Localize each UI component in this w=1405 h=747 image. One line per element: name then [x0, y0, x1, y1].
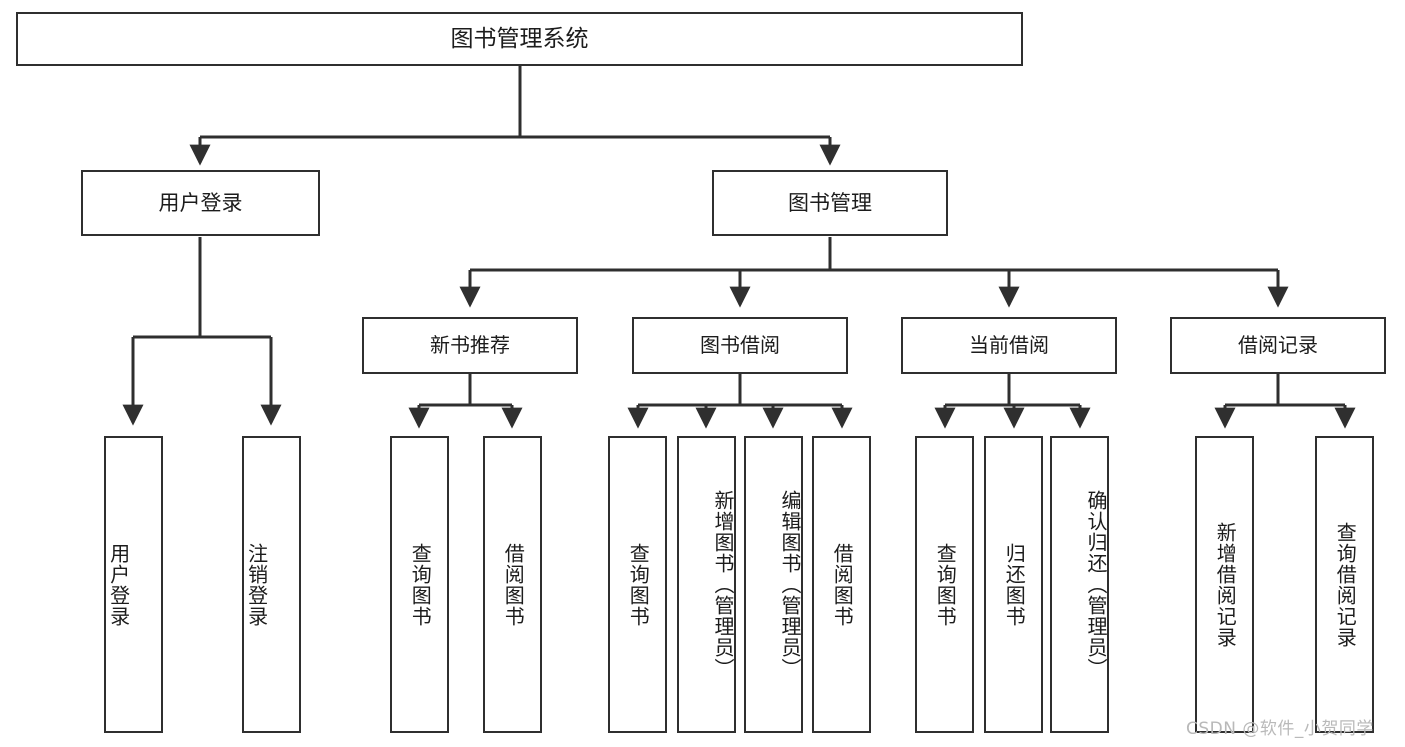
node-label: 新增图书（管理员） — [711, 490, 735, 679]
node-new-book-recommend[interactable]: 新书推荐 — [362, 317, 578, 374]
node-label: 新书推荐 — [430, 333, 510, 357]
node-label: 查询图书 — [626, 542, 651, 627]
watermark-text: CSDN @软件_小贺同学 — [1186, 719, 1374, 739]
node-label: 借阅记录 — [1238, 333, 1318, 357]
leaf-query-borrow-record[interactable]: 查询借阅记录 — [1315, 436, 1374, 733]
leaf-borrow-book[interactable]: 借阅图书 — [812, 436, 871, 733]
node-label: 图书管理系统 — [450, 25, 589, 52]
node-label: 查询图书 — [933, 542, 958, 627]
leaf-add-book-admin[interactable]: 新增图书（管理员） — [677, 436, 736, 733]
node-user-login[interactable]: 用户登录 — [81, 170, 320, 236]
node-label: 图书借阅 — [700, 333, 780, 357]
node-borrow-record[interactable]: 借阅记录 — [1170, 317, 1386, 374]
leaf-user-logout[interactable]: 注销登录 — [242, 436, 301, 733]
leaf-edit-book-admin[interactable]: 编辑图书（管理员） — [744, 436, 803, 733]
node-label: 归还图书 — [1002, 542, 1027, 627]
node-label: 借阅图书 — [830, 542, 855, 627]
node-root-system[interactable]: 图书管理系统 — [16, 12, 1023, 66]
node-book-borrow[interactable]: 图书借阅 — [632, 317, 848, 374]
leaf-borrow-book-recommend[interactable]: 借阅图书 — [483, 436, 542, 733]
leaf-confirm-return-admin[interactable]: 确认归还（管理员） — [1050, 436, 1109, 733]
node-label: 用户登录 — [106, 542, 131, 627]
node-current-borrow[interactable]: 当前借阅 — [901, 317, 1117, 374]
leaf-query-book-borrow[interactable]: 查询图书 — [608, 436, 667, 733]
node-label: 新增借阅记录 — [1213, 521, 1238, 648]
node-label: 用户登录 — [158, 190, 243, 215]
node-label: 当前借阅 — [969, 333, 1049, 357]
node-label: 借阅图书 — [501, 542, 526, 627]
leaf-user-login[interactable]: 用户登录 — [104, 436, 163, 733]
leaf-return-book[interactable]: 归还图书 — [984, 436, 1043, 733]
node-book-management[interactable]: 图书管理 — [712, 170, 948, 236]
node-label: 确认归还（管理员） — [1084, 490, 1108, 679]
leaf-query-book-recommend[interactable]: 查询图书 — [390, 436, 449, 733]
node-label: 注销登录 — [244, 542, 269, 627]
leaf-add-borrow-record[interactable]: 新增借阅记录 — [1195, 436, 1254, 733]
node-label: 查询图书 — [408, 542, 433, 627]
node-label: 图书管理 — [788, 190, 872, 215]
node-label: 编辑图书（管理员） — [778, 490, 802, 679]
leaf-query-book-current[interactable]: 查询图书 — [915, 436, 974, 733]
node-label: 查询借阅记录 — [1333, 521, 1358, 648]
